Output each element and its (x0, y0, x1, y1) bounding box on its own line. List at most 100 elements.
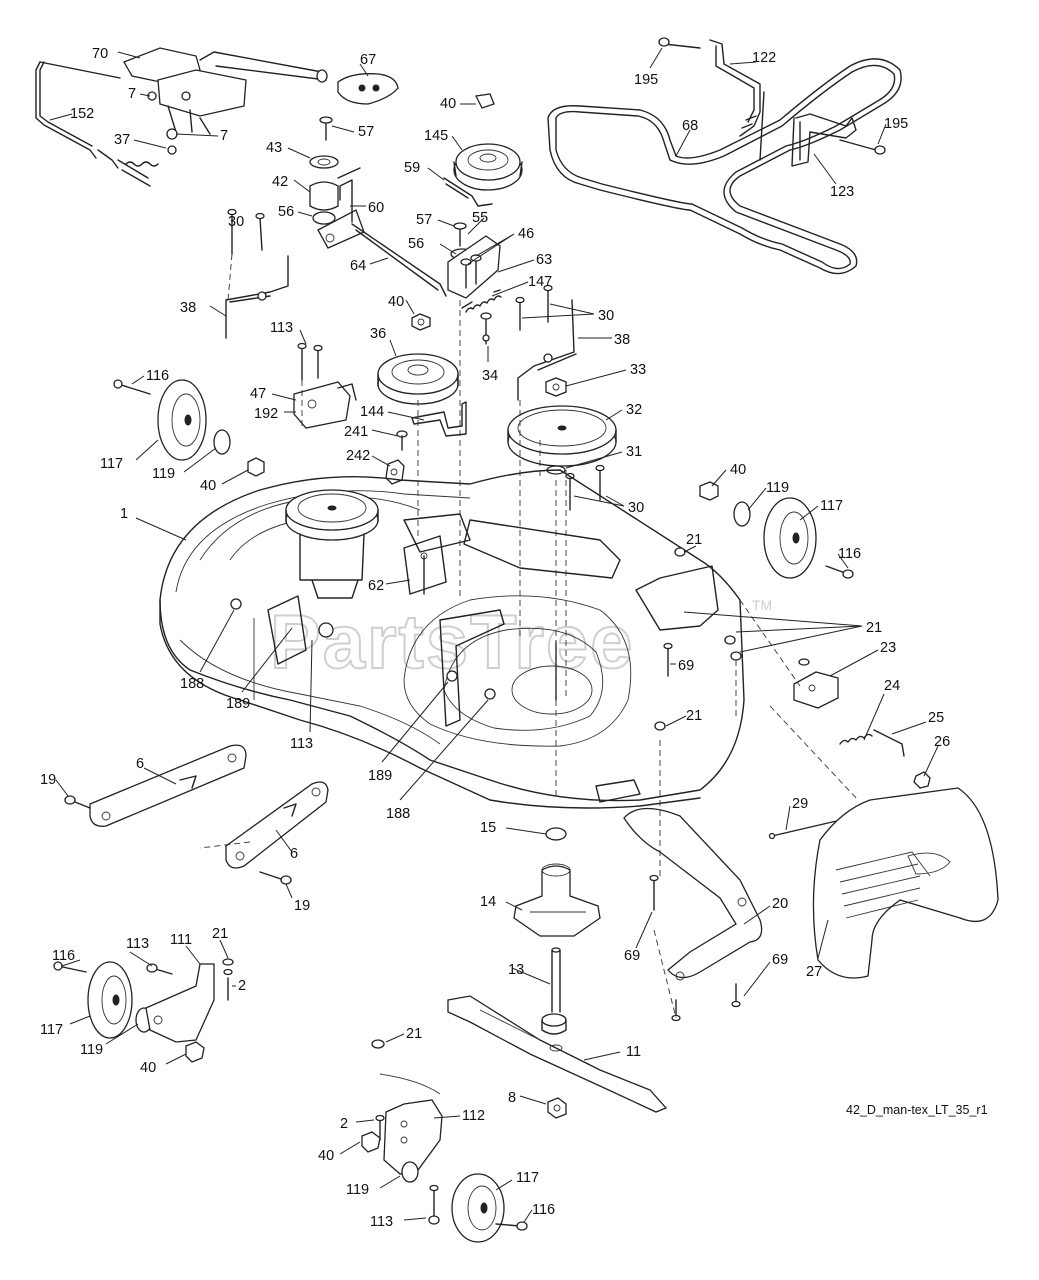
callout-113: 113 (370, 1214, 393, 1230)
bolts-19 (64, 795, 292, 885)
callout-40: 40 (730, 462, 746, 478)
idler-hardware-stack (309, 116, 365, 249)
bolts-69 (649, 874, 741, 1022)
spindle-washer-15 (545, 827, 567, 841)
callout-117: 117 (100, 456, 123, 472)
callout-23: 23 (880, 640, 896, 656)
callout-188: 188 (180, 676, 204, 692)
callout-60: 60 (368, 200, 384, 216)
callout-69: 69 (624, 948, 640, 964)
callout-144: 144 (360, 404, 384, 420)
callout-69: 69 (772, 952, 788, 968)
idler-bracket-59 (443, 177, 493, 207)
callout-112: 112 (462, 1108, 485, 1124)
callout-31: 31 (626, 444, 642, 460)
callout-7: 7 (220, 128, 228, 144)
bolts-and-rod-left (225, 208, 289, 339)
callout-21: 21 (866, 620, 882, 636)
callout-116: 116 (146, 368, 169, 384)
callout-195: 195 (634, 72, 658, 88)
nut-21-lower (371, 1039, 385, 1049)
callout-152: 152 (70, 106, 94, 122)
bolts-and-rod-right (515, 284, 577, 401)
callout-119: 119 (152, 466, 175, 482)
callout-56: 56 (278, 204, 294, 220)
baffle-20 (623, 807, 763, 981)
nuts-21-and-bolts-69 (654, 547, 742, 731)
leader-lines (49, 47, 939, 1223)
callout-116: 116 (838, 546, 861, 562)
callout-195: 195 (884, 116, 908, 132)
bracket-47-192 (293, 342, 357, 429)
callout-33: 33 (630, 362, 646, 378)
callout-63: 63 (536, 252, 552, 268)
lift-arm-6-upper (89, 744, 247, 827)
callout-40: 40 (318, 1148, 334, 1164)
spindle-housing-14 (513, 863, 601, 937)
belt-guide-123 (791, 113, 857, 167)
callout-122: 122 (752, 50, 776, 66)
blade-11 (447, 995, 668, 1113)
idler-pulley-36 (377, 353, 459, 405)
callout-1: 1 (120, 506, 128, 522)
blade-bolt-8 (547, 1097, 567, 1119)
callout-117: 117 (516, 1170, 539, 1186)
callout-55: 55 (472, 210, 488, 226)
lift-arm-6-lower (225, 781, 329, 869)
callout-189: 189 (226, 696, 250, 712)
deck-spindle-pulley-left (285, 489, 379, 599)
drive-belt-68 (547, 58, 902, 275)
callout-117: 117 (820, 498, 843, 514)
callout-19: 19 (40, 772, 56, 788)
callout-36: 36 (370, 326, 386, 342)
drawing-reference: 42_D_man-tex_LT_35_r1 (846, 1103, 988, 1117)
bolts-188-189 (230, 598, 496, 700)
callout-37: 37 (114, 132, 130, 148)
callout-38: 38 (614, 332, 630, 348)
belt-guide-122 (709, 39, 765, 161)
callout-241: 241 (344, 424, 368, 440)
lift-lever-assembly (35, 47, 328, 187)
callout-7: 7 (128, 86, 136, 102)
callout-40: 40 (140, 1060, 156, 1076)
bolt-241 (396, 430, 408, 451)
callout-242: 242 (346, 448, 370, 464)
callout-42: 42 (272, 174, 288, 190)
callout-113: 113 (290, 736, 313, 752)
callout-38: 38 (180, 300, 196, 316)
callout-189: 189 (368, 768, 392, 784)
idler-pulley-145 (453, 93, 523, 191)
callout-34: 34 (482, 368, 498, 384)
callout-64: 64 (350, 258, 366, 274)
callout-13: 13 (508, 962, 524, 978)
spring-147 (461, 289, 502, 313)
artwork (35, 37, 999, 1243)
callout-labels: 70 67 152 7 7 37 57 43 42 60 56 40 145 5… (40, 46, 950, 1230)
callout-119: 119 (80, 1042, 103, 1058)
callout-46: 46 (518, 226, 534, 242)
callout-30: 30 (598, 308, 614, 324)
callout-2: 2 (340, 1116, 348, 1132)
callout-123: 123 (830, 184, 854, 200)
chute-hinge-group (793, 658, 931, 789)
callout-21: 21 (406, 1026, 422, 1042)
nut-33 (545, 377, 567, 397)
gauge-wheel-lower-left (53, 958, 234, 1063)
discharge-chute-27 (812, 787, 999, 979)
callout-67: 67 (360, 52, 376, 68)
callout-117: 117 (40, 1022, 63, 1038)
callout-40: 40 (440, 96, 456, 112)
callout-62: 62 (368, 578, 384, 594)
callout-6: 6 (136, 756, 144, 772)
callout-20: 20 (772, 896, 788, 912)
callout-145: 145 (424, 128, 448, 144)
callout-27: 27 (806, 964, 822, 980)
callout-188: 188 (386, 806, 410, 822)
callout-70: 70 (92, 46, 108, 62)
callout-113: 113 (270, 320, 293, 336)
callout-57: 57 (358, 124, 374, 140)
callout-111: 111 (170, 932, 192, 948)
callout-69: 69 (678, 658, 694, 674)
callout-119: 119 (766, 480, 789, 496)
callout-116: 116 (532, 1202, 555, 1218)
